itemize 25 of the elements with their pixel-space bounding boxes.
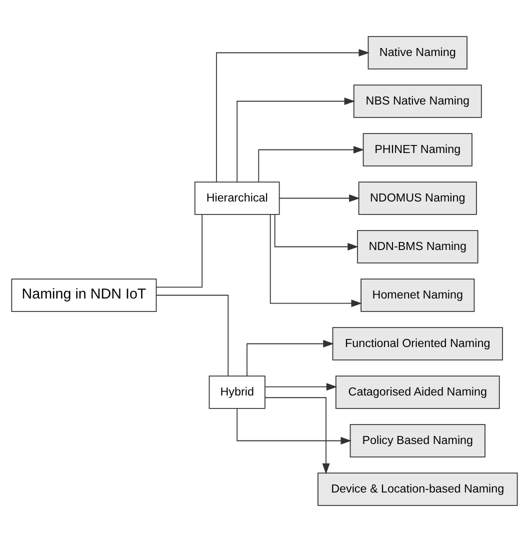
node-box: Hybrid [208,376,266,409]
node-box: Catagorised Aided Naming [335,376,500,409]
arrow [264,397,330,474]
node-box: Hierarchical [194,182,280,215]
arrow [236,97,356,182]
node-box: NDOMUS Naming [358,182,477,215]
arrow [236,408,352,445]
arrow [246,340,334,376]
node-box: Naming in NDN IoT [11,278,157,312]
arrow [278,194,360,202]
node-box: Native Naming [368,36,468,70]
node-box: Functional Oriented Naming [332,327,503,360]
arrow [264,383,338,391]
node-box: NDN-BMS Naming [357,230,478,264]
node-box: Homenet Naming [360,278,475,312]
arrow [274,214,358,251]
connector [156,294,229,376]
arrow [258,146,364,182]
arrow [216,48,370,182]
node-box: PHINET Naming [362,133,472,166]
arrow [270,214,362,308]
connector [156,214,203,288]
node-box: Policy Based Naming [350,424,486,458]
node-box: NBS Native Naming [353,84,482,118]
node-box: Device & Location-based Naming [318,472,518,506]
